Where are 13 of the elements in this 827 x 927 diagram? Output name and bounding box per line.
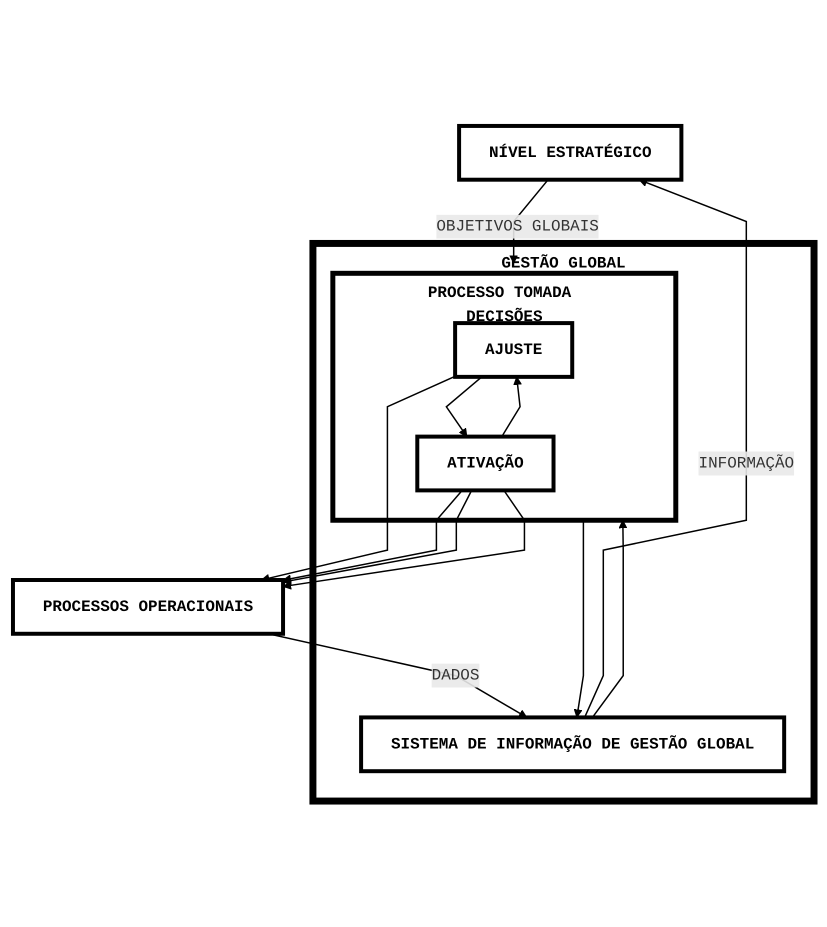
node-box: PROCESSOS OPERACIONAIS [10,578,286,636]
edge-label: INFORMAÇÃO [698,454,794,472]
arrow [592,520,628,718]
arrow [574,520,584,718]
node-box: NÍVEL ESTRATÉGICO [457,124,684,182]
arrow [501,376,522,437]
node-box: ATIVAÇÃO [415,434,556,492]
edge-label: DADOS [432,666,480,685]
arrow [445,376,482,438]
arrow [282,490,526,590]
node-box: SISTEMA DE INFORMAÇÃO DE GESTÃO GLOBAL [359,715,786,774]
edge-label: OBJETIVOS GLOBAIS [436,218,599,236]
node-box: AJUSTE [453,321,574,379]
